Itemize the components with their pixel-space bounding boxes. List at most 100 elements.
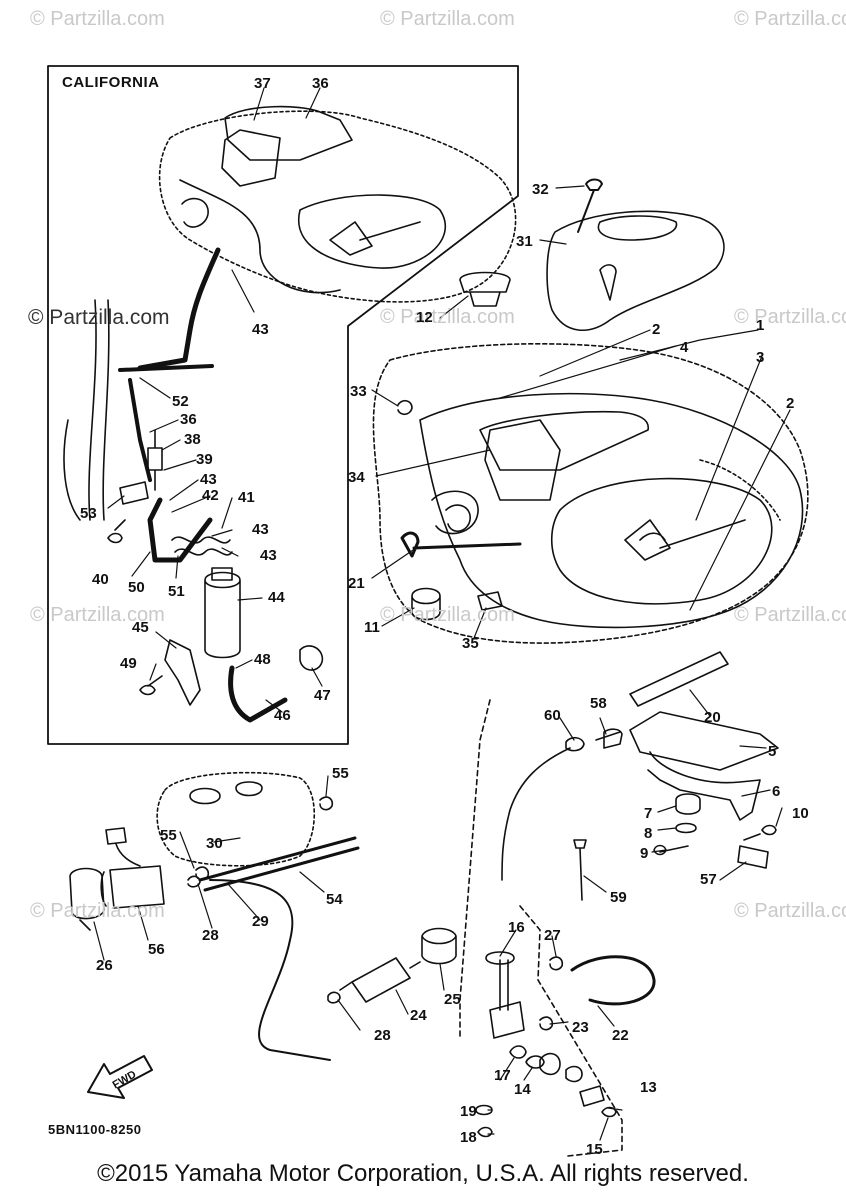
inset-tank-side [179, 179, 341, 294]
pump-cover-26 [69, 867, 105, 931]
inset-hose-46 [228, 665, 288, 723]
callout-label: 31 [516, 233, 533, 250]
seal-17 [509, 1045, 527, 1059]
callout-label: 27 [544, 927, 561, 944]
inset-bracket-45 [164, 639, 201, 706]
callout-label: 6 [772, 783, 781, 800]
callout-label: 2 [786, 395, 795, 412]
copyright-notice: ©2015 Yamaha Motor Corporation, U.S.A. A… [97, 1160, 749, 1187]
watermark: © Partzilla.com [28, 306, 170, 329]
callout-label: 10 [792, 805, 809, 822]
callout-label: 34 [348, 469, 365, 486]
watermark: © Partzilla.com [734, 306, 846, 328]
inset-coil-41 [171, 536, 233, 556]
callout-label: 7 [644, 805, 653, 822]
callout-label: 51 [168, 583, 185, 600]
inset-vent-hose [137, 247, 221, 371]
callout-label: 44 [268, 589, 285, 606]
main-tank-side-panel [550, 477, 773, 605]
main-tank-emblem [624, 519, 746, 561]
hose-22 [570, 955, 656, 1006]
inset-bracket [221, 129, 281, 187]
callout-label: 5 [768, 743, 777, 760]
main-tank-rear-line [699, 459, 781, 521]
part-code: 5BN1100-8250 [48, 1122, 142, 1137]
callout-label: 14 [514, 1081, 531, 1098]
callout-label: 2 [652, 321, 661, 338]
damper-35 [477, 591, 503, 611]
grommet-11 [411, 587, 441, 621]
callout-label: 28 [202, 927, 219, 944]
callout-label: 29 [252, 913, 269, 930]
inset-canister-cap [211, 567, 233, 581]
watermark: © Partzilla.com [30, 8, 165, 30]
cable-tie-59 [573, 839, 587, 901]
callout-label: 32 [532, 181, 549, 198]
inset-cap-well [224, 105, 353, 161]
inset-bolt-49 [139, 675, 163, 696]
washer-8 [675, 822, 697, 834]
watermark: © Partzilla.com [734, 8, 846, 30]
callout-label: 46 [274, 707, 291, 724]
o-ring-14 [525, 1055, 545, 1069]
tank-cover-window [597, 215, 678, 241]
callout-label: 23 [572, 1019, 589, 1036]
callout-label: 11 [364, 619, 380, 636]
fuel-filter-24 [339, 957, 421, 1003]
main-tank-knee-recess [431, 490, 479, 535]
bolt-9 [653, 844, 689, 856]
main-tank-body [419, 392, 804, 629]
callout-label: 15 [586, 1141, 603, 1158]
pump-56 [100, 865, 165, 909]
callout-label: 36 [312, 75, 329, 92]
callout-label: 57 [700, 871, 717, 888]
callout-label: 42 [202, 487, 219, 504]
callout-label: 58 [590, 695, 607, 712]
watermark: © Partzilla.com [380, 306, 515, 328]
damper-7 [675, 793, 701, 815]
airbox-ports [189, 781, 263, 805]
screw-32 [577, 178, 603, 233]
inset-tank-emblem [329, 221, 421, 256]
main-tank-bracket-34 [484, 419, 561, 501]
inset-clamp-53 [119, 481, 149, 505]
callout-label: 41 [238, 489, 255, 506]
main-tank-center-well [479, 410, 649, 471]
screw-15 [601, 1106, 617, 1118]
callout-label: 43 [252, 321, 269, 338]
inset-bolt-40 [107, 519, 126, 544]
callout-label: 3 [756, 349, 765, 366]
inset-hose-50 [147, 497, 213, 563]
filter-25 [421, 927, 457, 965]
main-tank-left-cutout [445, 504, 471, 532]
callout-label: 22 [612, 1027, 629, 1044]
cable-60 [501, 747, 571, 881]
petcock-dash-box [459, 699, 623, 1157]
callout-label: 39 [196, 451, 213, 468]
callout-label: 24 [410, 1007, 427, 1024]
inset-valve-38 [147, 429, 163, 491]
callout-label: 56 [148, 941, 165, 958]
callout-label: 55 [332, 765, 349, 782]
drain-hose-21 [400, 531, 522, 558]
watermark: © Partzilla.com [380, 604, 515, 626]
callout-label: 47 [314, 687, 331, 704]
airbox-30 [156, 771, 316, 867]
clip-27 [549, 956, 564, 971]
gasket-16 [485, 951, 515, 965]
callout-label: 4 [680, 339, 689, 356]
callout-label: 19 [460, 1103, 477, 1120]
inset-clip-47 [299, 645, 324, 671]
callout-label: 26 [96, 957, 113, 974]
callout-label: 13 [640, 1079, 657, 1096]
bracket-5 [629, 711, 779, 771]
tank-cover-slot [599, 264, 617, 301]
clip-33 [397, 399, 413, 416]
label-57 [737, 845, 769, 869]
inset-frame-tube [63, 299, 110, 521]
fwd-arrow [87, 1055, 153, 1099]
watermark: © Partzilla.com [30, 604, 165, 626]
leader-lines [93, 87, 791, 1141]
clip-28a [187, 875, 201, 888]
